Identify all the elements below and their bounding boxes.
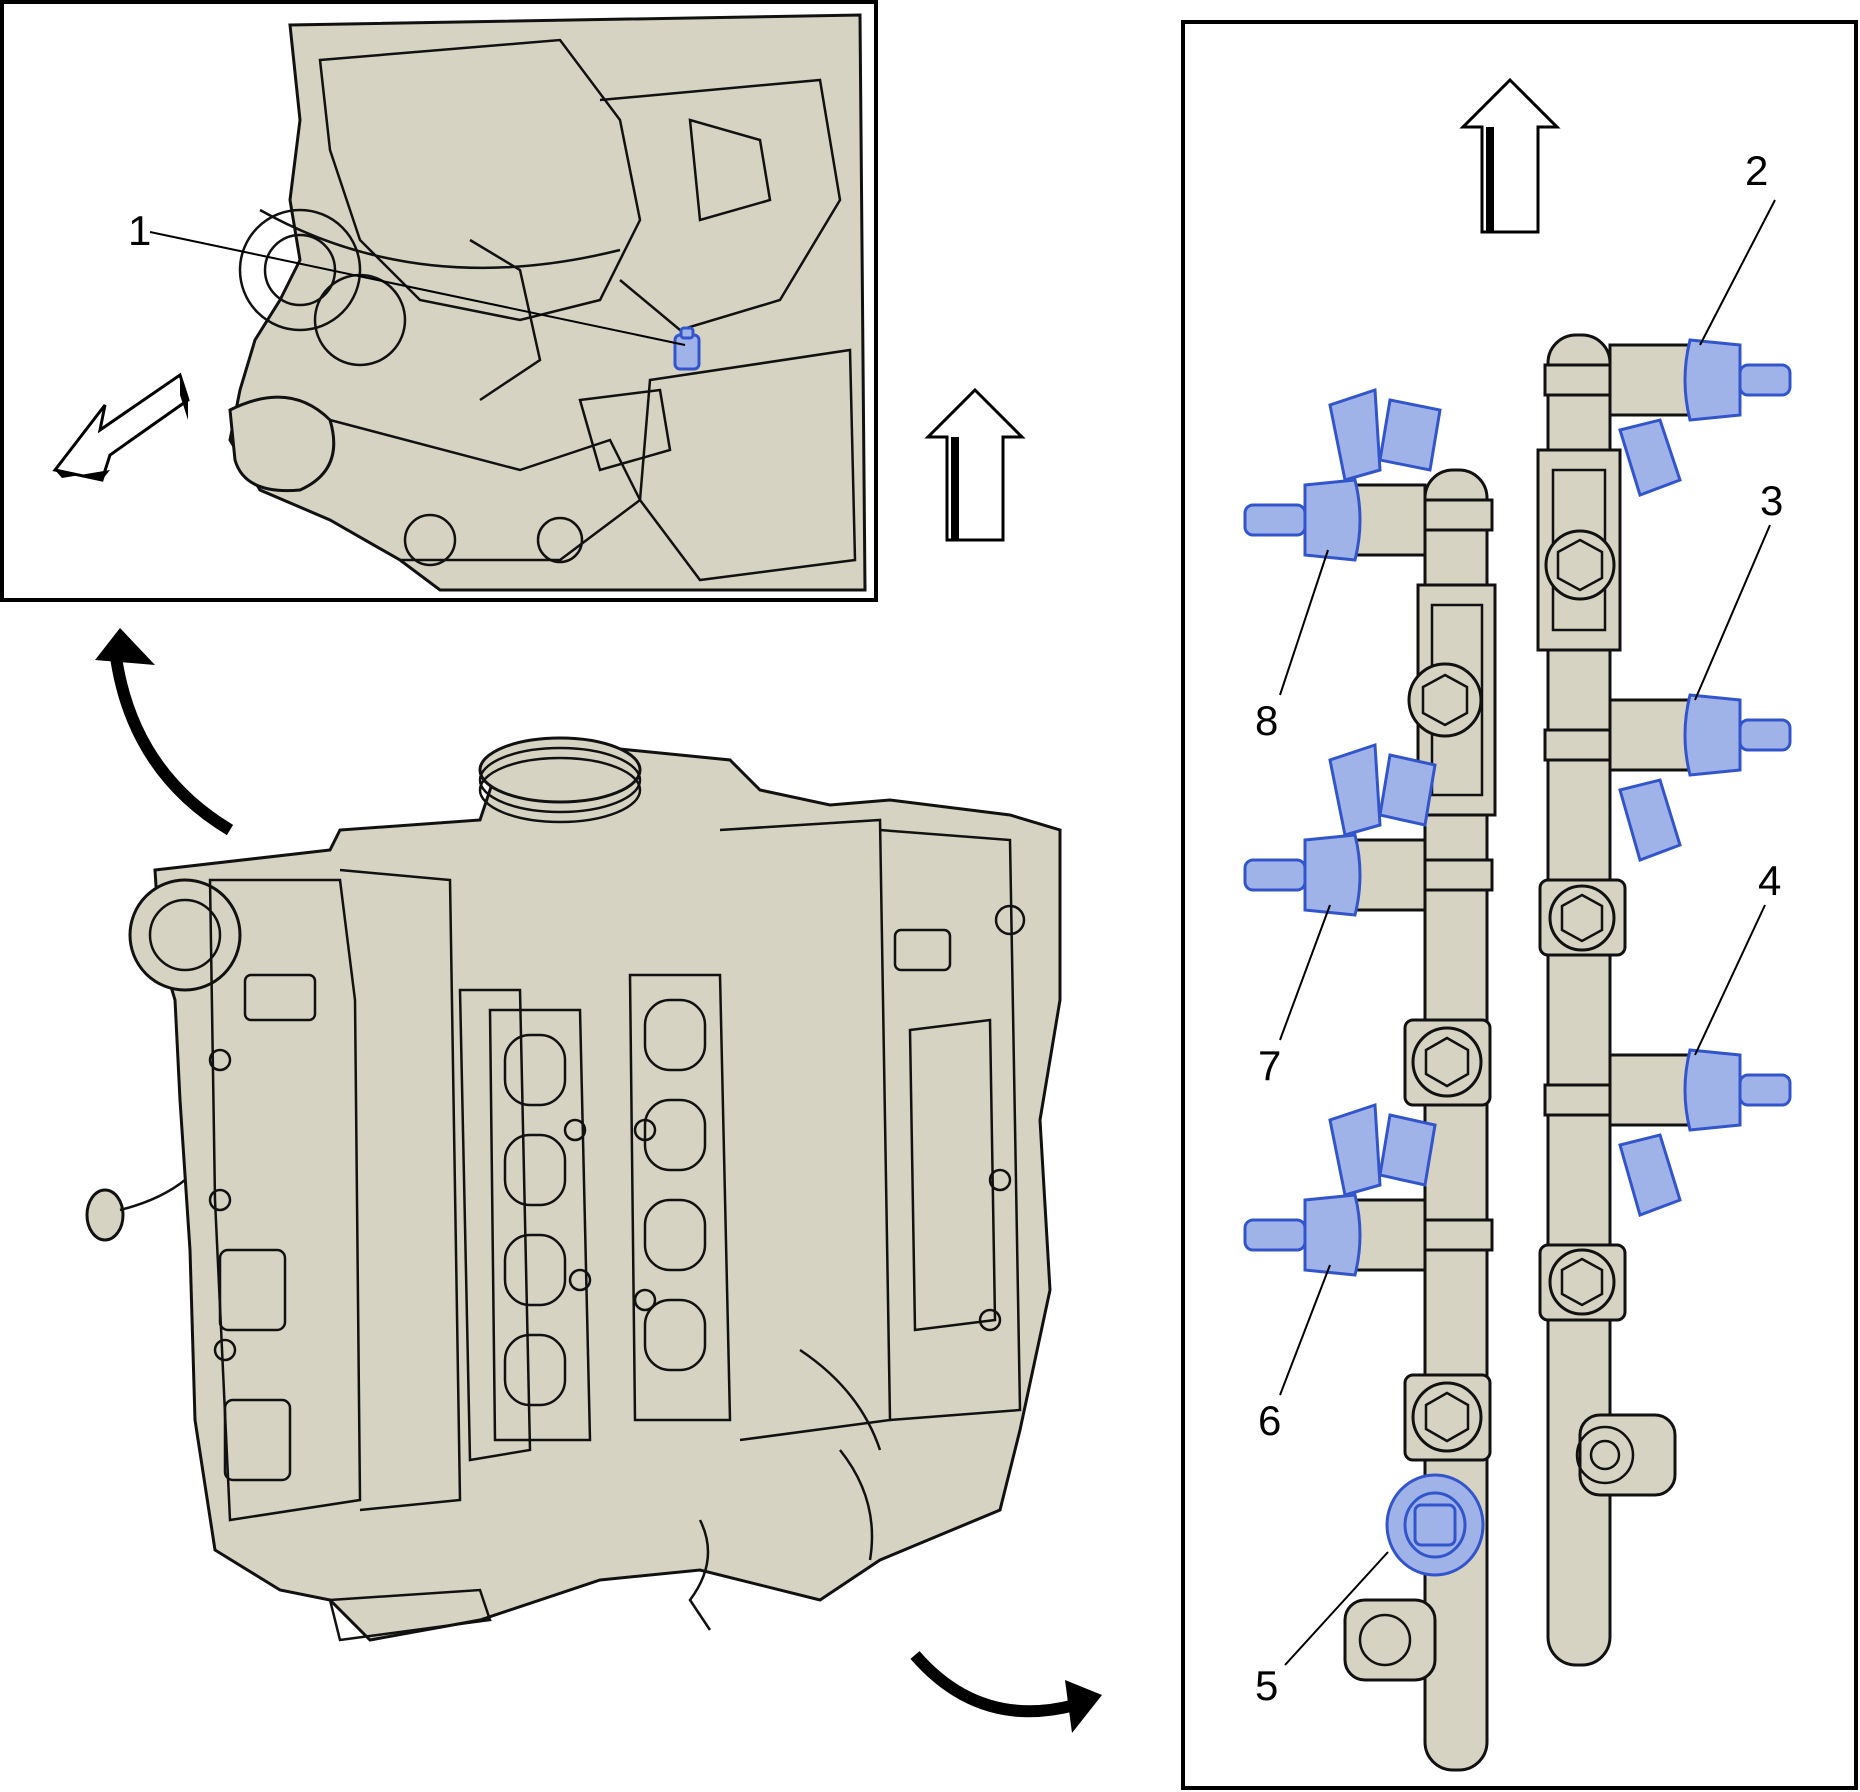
leader-line-3 (1694, 524, 1771, 701)
engine-assembly (85, 736, 1062, 1642)
fuel-injector-7 (1243, 742, 1437, 917)
leader-line-4 (1694, 904, 1766, 1056)
mounting-bolt (1538, 878, 1627, 957)
mounting-bolt (1407, 662, 1483, 738)
callout-4: 4 (1758, 857, 1781, 904)
fuel-injector-3 (1608, 693, 1792, 862)
leader-line-5 (1284, 1551, 1389, 1666)
right-inset-panel: 2 3 4 5 6 7 8 (1181, 20, 1858, 1790)
mounting-bolt (1544, 529, 1616, 601)
up-arrow-icon (1459, 77, 1561, 234)
curved-arrow-icon (910, 1651, 1102, 1733)
fuel-injector-6 (1243, 1102, 1437, 1277)
fuel-pressure-sensor (1575, 1413, 1677, 1497)
callout-3: 3 (1760, 477, 1783, 524)
callout-2: 2 (1745, 147, 1768, 194)
fuel-pump-connector-1 (673, 326, 701, 371)
top-inset-panel: 1 (0, 0, 1026, 602)
fuel-injector-8 (1243, 387, 1442, 562)
up-arrow-icon (924, 387, 1026, 542)
leader-line-8 (1279, 549, 1329, 696)
callout-7: 7 (1258, 1042, 1281, 1089)
leader-line-7 (1279, 904, 1331, 1041)
leader-line-6 (1279, 1264, 1331, 1396)
fuel-injector-2 (1608, 338, 1792, 497)
mounting-bolt (1403, 1018, 1492, 1107)
callout-5: 5 (1255, 1662, 1278, 1709)
fuel-injector-4 (1608, 1048, 1792, 1217)
mounting-bolt (1538, 1243, 1627, 1322)
leader-line-2 (1699, 199, 1776, 346)
mounting-bolt (1403, 1373, 1492, 1462)
front-direction-arrow-icon (52, 372, 190, 482)
callout-8: 8 (1255, 697, 1278, 744)
fuel-pressure-sensor-5 (1385, 1473, 1485, 1577)
left-fuel-rail (1343, 468, 1497, 1772)
right-fuel-rail (1536, 333, 1677, 1667)
curved-arrow-icon (95, 628, 234, 836)
leader-line-1 (149, 231, 686, 346)
callout-1: 1 (128, 207, 151, 254)
callout-6: 6 (1258, 1397, 1281, 1444)
